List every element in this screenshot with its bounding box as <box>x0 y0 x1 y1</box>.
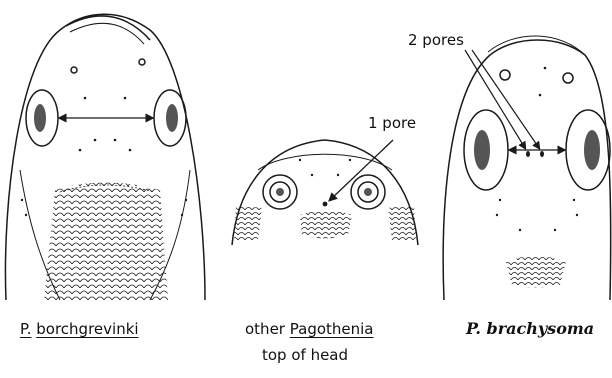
left-genus: P. <box>20 320 31 338</box>
left-caption: P. borchgrevinki <box>20 320 139 338</box>
middle-prefix: other <box>245 320 285 338</box>
right-caption: P. brachysoma <box>466 319 594 338</box>
left-head-drawing <box>5 14 205 300</box>
left-species: borchgrevinki <box>36 320 138 338</box>
figure-caption: top of head <box>262 346 348 364</box>
middle-genus: Pagothenia <box>290 320 374 338</box>
right-head-drawing <box>443 36 611 300</box>
middle-head-drawing <box>232 140 418 245</box>
middle-annotation: 1 pore <box>368 114 416 132</box>
middle-caption: other Pagothenia <box>245 320 374 338</box>
right-annotation: 2 pores <box>408 31 464 49</box>
